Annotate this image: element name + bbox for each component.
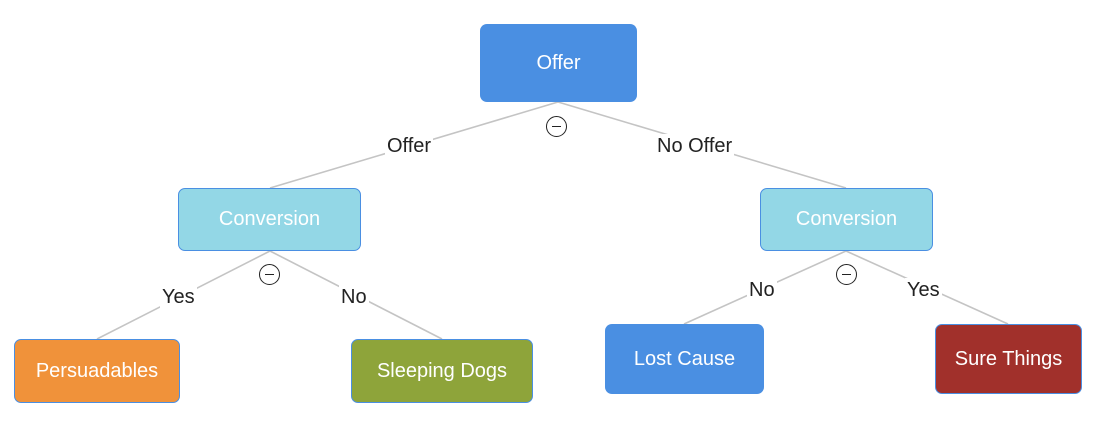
node-sleeping-dogs[interactable]: Sleeping Dogs [351,339,533,403]
edge-label-no-offer: No Offer [655,134,735,158]
node-conversion-right[interactable]: Conversion [760,188,933,251]
node-conversion-left[interactable]: Conversion [178,188,361,251]
edge-label-offer: Offer [385,134,434,158]
edge-label-no-right: No [747,278,777,302]
edge-label-yes-left: Yes [160,285,197,309]
edge-label-no-left: No [339,285,369,309]
edge-label-yes-right: Yes [905,278,942,302]
node-sure-things[interactable]: Sure Things [935,324,1082,394]
collapse-minus-circle-icon[interactable] [836,264,857,285]
collapse-minus-circle-icon[interactable] [259,264,280,285]
node-lost-cause[interactable]: Lost Cause [605,324,764,394]
node-offer-root[interactable]: Offer [480,24,637,102]
collapse-minus-circle-icon[interactable] [546,116,567,137]
node-persuadables[interactable]: Persuadables [14,339,180,403]
